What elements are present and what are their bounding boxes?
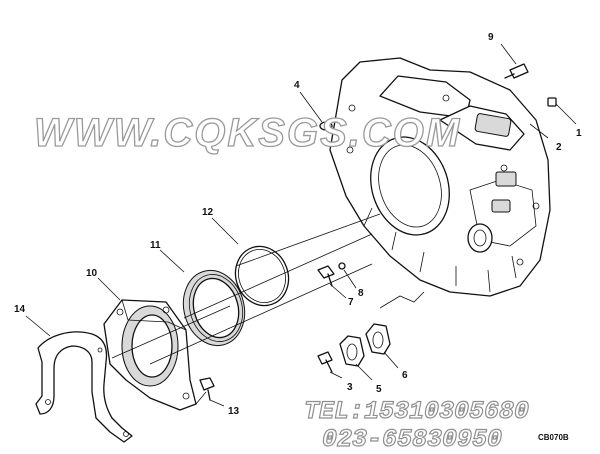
callout-8: 8	[358, 288, 364, 299]
callout-1: 1	[576, 128, 582, 139]
part-7-plug	[317, 265, 347, 299]
part-13-screw	[199, 377, 225, 407]
part-12-o-ring	[234, 245, 290, 307]
callout-leaders	[25, 217, 239, 337]
callout-9: 9	[488, 32, 494, 43]
watermark-phone: 023-65830950	[322, 425, 502, 454]
callout-14: 14	[14, 304, 26, 315]
part-14-bracket	[35, 331, 133, 443]
callout-2: 2	[556, 142, 562, 153]
drawing-code: CB070B	[538, 433, 569, 442]
part-11-seal	[182, 269, 246, 347]
part-6-cover-plate	[365, 323, 399, 369]
part-4-dowel	[299, 91, 333, 131]
callout-10: 10	[86, 268, 98, 279]
watermark-url: WWW.CQKSGS.COM	[34, 111, 461, 155]
part-9-bolt	[500, 43, 529, 79]
assembly-leaders	[111, 213, 425, 405]
callout-11: 11	[150, 240, 161, 251]
part-10-seal-housing	[103, 299, 197, 411]
callout-6: 6	[402, 370, 408, 381]
callout-12: 12	[202, 207, 214, 218]
flywheel-housing	[329, 57, 551, 297]
part-5-cover-plate	[339, 335, 373, 381]
callout-5: 5	[376, 384, 382, 395]
callout-7: 7	[348, 297, 354, 308]
callout-13: 13	[228, 406, 240, 417]
watermark-tel: TEL:15310305680	[304, 397, 529, 426]
callout-labels: 1 2 3 4 5 6 7 8 9 10 11 12 13 14	[14, 32, 582, 417]
callout-3: 3	[347, 382, 353, 393]
callout-4: 4	[294, 80, 300, 91]
part-8-o-ring	[338, 262, 357, 289]
part-2-washer	[529, 123, 549, 139]
part-1-plug	[547, 97, 577, 125]
part-3-screw	[317, 351, 343, 379]
